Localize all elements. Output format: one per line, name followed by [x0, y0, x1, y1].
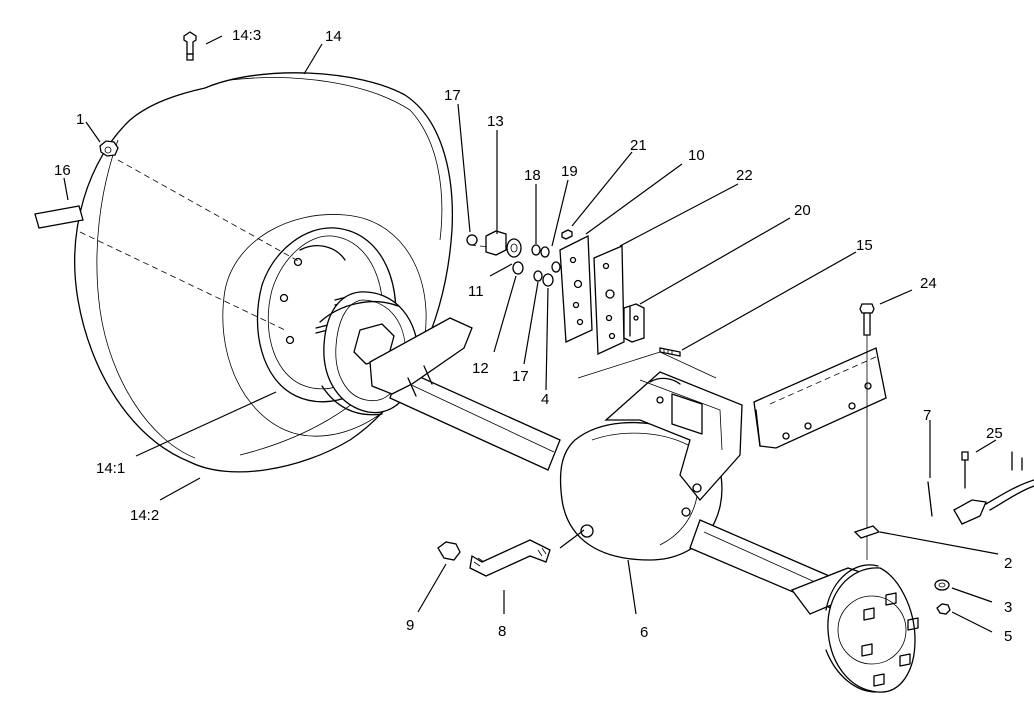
callout-labels: 1 2 3 4 5 6 7 8 9 10 11 12 13 14 14:1 14… — [54, 27, 1012, 645]
callout-14: 14 — [325, 28, 342, 45]
callout-24: 24 — [920, 275, 937, 292]
hardware-stack — [466, 230, 561, 287]
callout-9: 9 — [406, 617, 414, 634]
callout-2: 2 — [1004, 555, 1012, 572]
callout-14-3: 14:3 — [232, 27, 261, 44]
callout-3: 3 — [1004, 599, 1012, 616]
axle-housing — [369, 317, 867, 615]
lug-nut — [99, 140, 119, 157]
callout-10: 10 — [688, 147, 705, 164]
screw — [659, 347, 681, 357]
tire-wheel-assembly — [74, 72, 454, 473]
callout-14-1: 14:1 — [96, 460, 125, 477]
mounting-plate-left — [559, 229, 593, 343]
callout-15: 15 — [856, 237, 873, 254]
callout-7: 7 — [923, 407, 931, 424]
callout-1: 1 — [76, 111, 84, 128]
callout-4: 4 — [541, 391, 549, 408]
callout-8: 8 — [498, 623, 506, 640]
callout-22: 22 — [736, 167, 753, 184]
hub-drum-right — [825, 564, 919, 693]
mounting-plate-right — [593, 245, 625, 355]
callout-17-bottom: 17 — [512, 368, 529, 385]
callout-5: 5 — [1004, 628, 1012, 645]
bracket-clip — [623, 303, 645, 343]
spring-plate-bracket — [753, 347, 887, 449]
callout-18: 18 — [524, 167, 541, 184]
callout-11: 11 — [468, 283, 484, 300]
callout-19: 19 — [561, 163, 578, 180]
wheel-studs — [861, 592, 919, 687]
callout-12: 12 — [472, 360, 489, 377]
spring-plate — [853, 525, 881, 539]
bolt — [859, 303, 875, 336]
callout-25: 25 — [986, 425, 1003, 442]
callout-14-2: 14:2 — [130, 507, 159, 524]
callout-16: 16 — [54, 162, 71, 179]
brake-cable-clevis — [927, 451, 1034, 525]
callout-21: 21 — [630, 137, 647, 154]
leader-lines — [63, 35, 999, 633]
decal — [34, 205, 84, 229]
callout-20: 20 — [794, 202, 811, 219]
callout-13: 13 — [487, 113, 504, 130]
washer-and-nut — [934, 579, 951, 615]
callout-6: 6 — [640, 624, 648, 641]
callout-17-top: 17 — [444, 87, 461, 104]
valve-stem — [183, 31, 197, 61]
fitting — [437, 541, 461, 561]
bent-rod — [469, 539, 551, 577]
reference-line — [577, 351, 717, 379]
